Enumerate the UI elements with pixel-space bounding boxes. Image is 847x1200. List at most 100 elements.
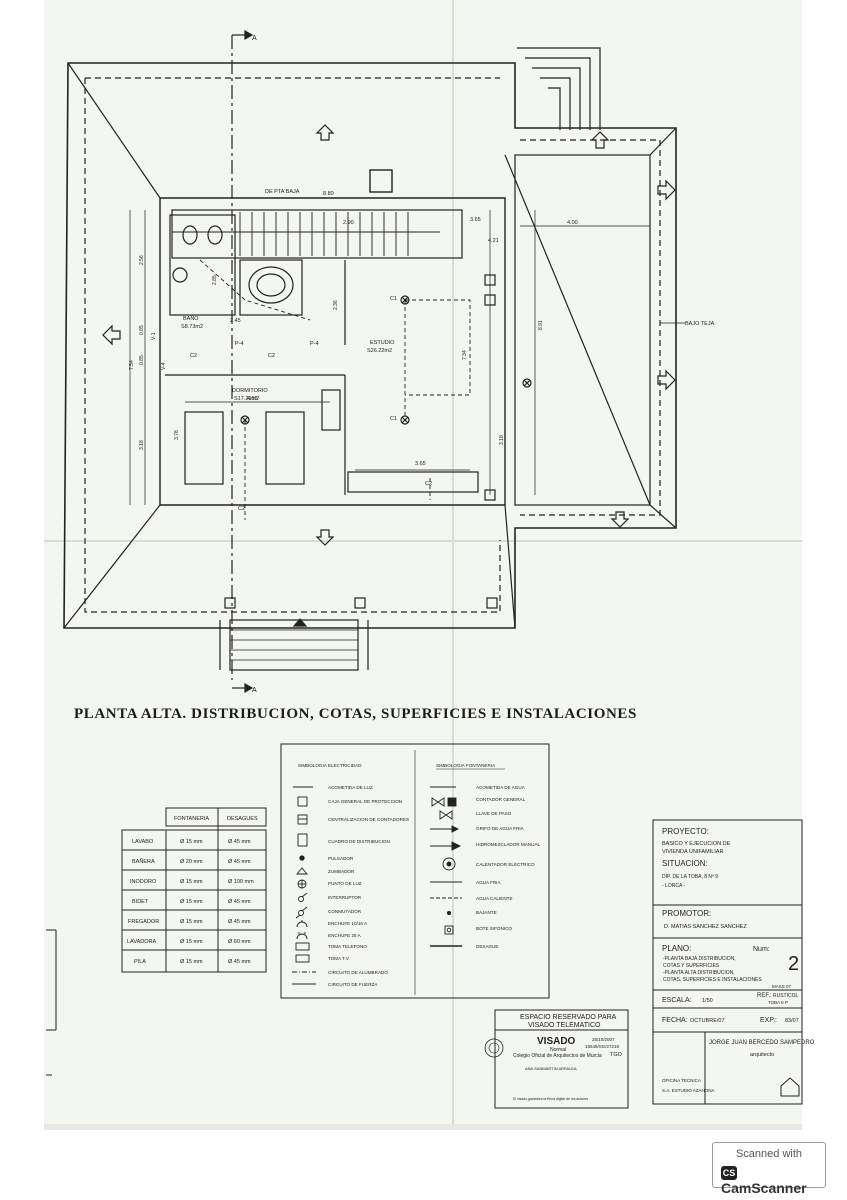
point-label: P-4 [310, 341, 319, 347]
tb-fecha-value: OCTUBRE/07 [690, 1018, 725, 1024]
cuadro-icon [297, 833, 308, 847]
dim-label: 0.85 [139, 325, 145, 335]
roof-ridge-line [649, 127, 677, 156]
visado-sub: ANA SANMARTIN ARRIAGA [525, 1066, 577, 1071]
table-cell: Ø 45 mm [228, 919, 251, 925]
dim-label: 4.55 [247, 396, 258, 402]
label-de-pta-baja: DE PTA BAJA [265, 189, 300, 195]
tb-situacion-value: - LORCA - [662, 883, 685, 889]
table-cell: BIDET [132, 899, 149, 905]
llave-icon [439, 810, 447, 820]
legend-box [280, 743, 550, 999]
jacuzzi-tub [248, 266, 294, 304]
tb-arquitecto-role: arquitecto [750, 1052, 774, 1058]
tb-escala-value: 1/50 [702, 998, 713, 1004]
table-cell: LAVABO [132, 839, 154, 845]
tb-plano-label: PLANO: [662, 944, 691, 953]
fold-line-horizontal [44, 540, 802, 542]
tb-ref-label: REF.: [757, 993, 772, 999]
enchufe-icon [296, 921, 308, 928]
contador-icon [431, 797, 439, 807]
table-cell: Ø 100 mm [228, 879, 254, 885]
table-cell: PILA [134, 959, 146, 965]
table-cell: Ø 60 mm [228, 939, 251, 945]
legend-item: ZUMBADOR [328, 869, 355, 874]
entrance-stair [229, 619, 359, 671]
dim-label: 3.65 [470, 217, 481, 223]
dim-label: 4.00 [567, 220, 578, 226]
table-cell: Ø 45 mm [228, 839, 251, 845]
legend-item: CENTRALIZACION DE CONTADORES [328, 817, 409, 822]
legend-item: BAJANTE [476, 910, 497, 915]
table-cell: INODORO [130, 879, 157, 885]
tb-numero-value: 2 [788, 953, 799, 975]
tb-plano-value: COTAS Y SUPERFICIES [663, 963, 720, 969]
legend-item: TOMA TELEFONO [328, 944, 367, 949]
bathroom-walls [169, 214, 236, 316]
table-header: FONTANERIA [174, 816, 209, 822]
table-cell: LAVADORA [127, 939, 156, 945]
eave-dashed [520, 139, 661, 516]
legend-item: HIDROMEZCLADOR MANUAL [476, 842, 541, 847]
eave-dashed [84, 78, 501, 613]
roof-ridge-line [504, 504, 516, 629]
table-cell: Ø 45 mm [228, 859, 251, 865]
roof-ridge-line [649, 504, 677, 529]
table-row: FREGADOR Ø 15 mm Ø 45 mm [128, 919, 251, 925]
legend-item: GRIFO DE AGUA FRIA [476, 826, 525, 831]
legend-item: CIRCUITO DE FUERZA [328, 982, 378, 987]
table-cell: BAÑERA [132, 858, 155, 865]
entrance-stair-treads [230, 629, 358, 661]
table-row: BIDET Ø 15 mm Ø 45 mm [132, 899, 251, 905]
legend-item: DESAGUE [476, 944, 498, 949]
camscanner-logo-icon: CS [721, 1166, 737, 1180]
section-arrow-head [244, 29, 254, 41]
bote-icon [444, 925, 454, 935]
title-block [652, 819, 803, 1105]
scanner-line1: Scanned with [735, 1148, 803, 1160]
tb-plano-value: -PLANTA BAJA DISTRIBUCION, [663, 956, 736, 962]
table-cell: Ø 15 mm [180, 899, 203, 905]
dim-label: 2.45 [230, 318, 241, 324]
room-area-estudio: S26.22m2 [367, 348, 392, 354]
legend-item: BOTE SIFONICO [476, 926, 512, 931]
table-row: LAVADORA Ø 15 mm Ø 60 mm [127, 939, 251, 945]
stair-block [171, 209, 463, 259]
tb-oficina: OFICINA TECNICA [662, 1078, 701, 1083]
dim-label: 8.80 [323, 191, 334, 197]
fold-line-vertical [452, 0, 454, 1124]
roof-ridge-line [63, 504, 161, 629]
label-bajo-teja: BAJO TEJA [685, 321, 715, 327]
scanner-watermark: Scanned with CSCamScanner [712, 1142, 826, 1196]
tv-icon [295, 954, 310, 963]
bed-2 [265, 411, 305, 485]
point-label: C1 [390, 296, 397, 302]
dim-label: 2.36 [333, 300, 339, 310]
room-area-dormitorio: S17.29m2 [234, 396, 259, 402]
legend-item: AGUA FRIA [476, 880, 501, 885]
legend-item: ENCHUFE 10/16 A [328, 921, 368, 926]
tb-fecha-label: FECHA: [662, 1017, 688, 1024]
jacuzzi-inner [256, 273, 286, 297]
sheet-edge [44, 1124, 802, 1130]
house-logo-icon [780, 1077, 800, 1097]
upper-stair-outline [517, 47, 601, 130]
washbasin [172, 267, 188, 283]
table-header: DESAGUES [227, 816, 258, 822]
legend-item: CALENTADOR ELECTRICO [476, 862, 535, 867]
plan-title: PLANTA ALTA. DISTRIBUCION, COTAS, SUPERF… [74, 706, 637, 722]
table-cell: Ø 15 mm [180, 839, 203, 845]
table-cell: Ø 45 mm [228, 899, 251, 905]
room-label-bano: BAÑO [183, 315, 199, 322]
bathtub-area [239, 259, 303, 316]
upper-floor-outline [159, 197, 506, 506]
dimension-lines [129, 197, 650, 505]
dim-label: 2.85 [212, 275, 218, 285]
legend-item: TOMA T.V. [328, 956, 350, 961]
dim-label: 7.34 [462, 350, 468, 360]
dim-label: 2.56 [139, 255, 145, 265]
visado-box [484, 1009, 629, 1109]
tb-plano-value: COTAS, SUPERFICIES E INSTALACIONES [663, 977, 762, 983]
calentador-icon [442, 857, 456, 871]
